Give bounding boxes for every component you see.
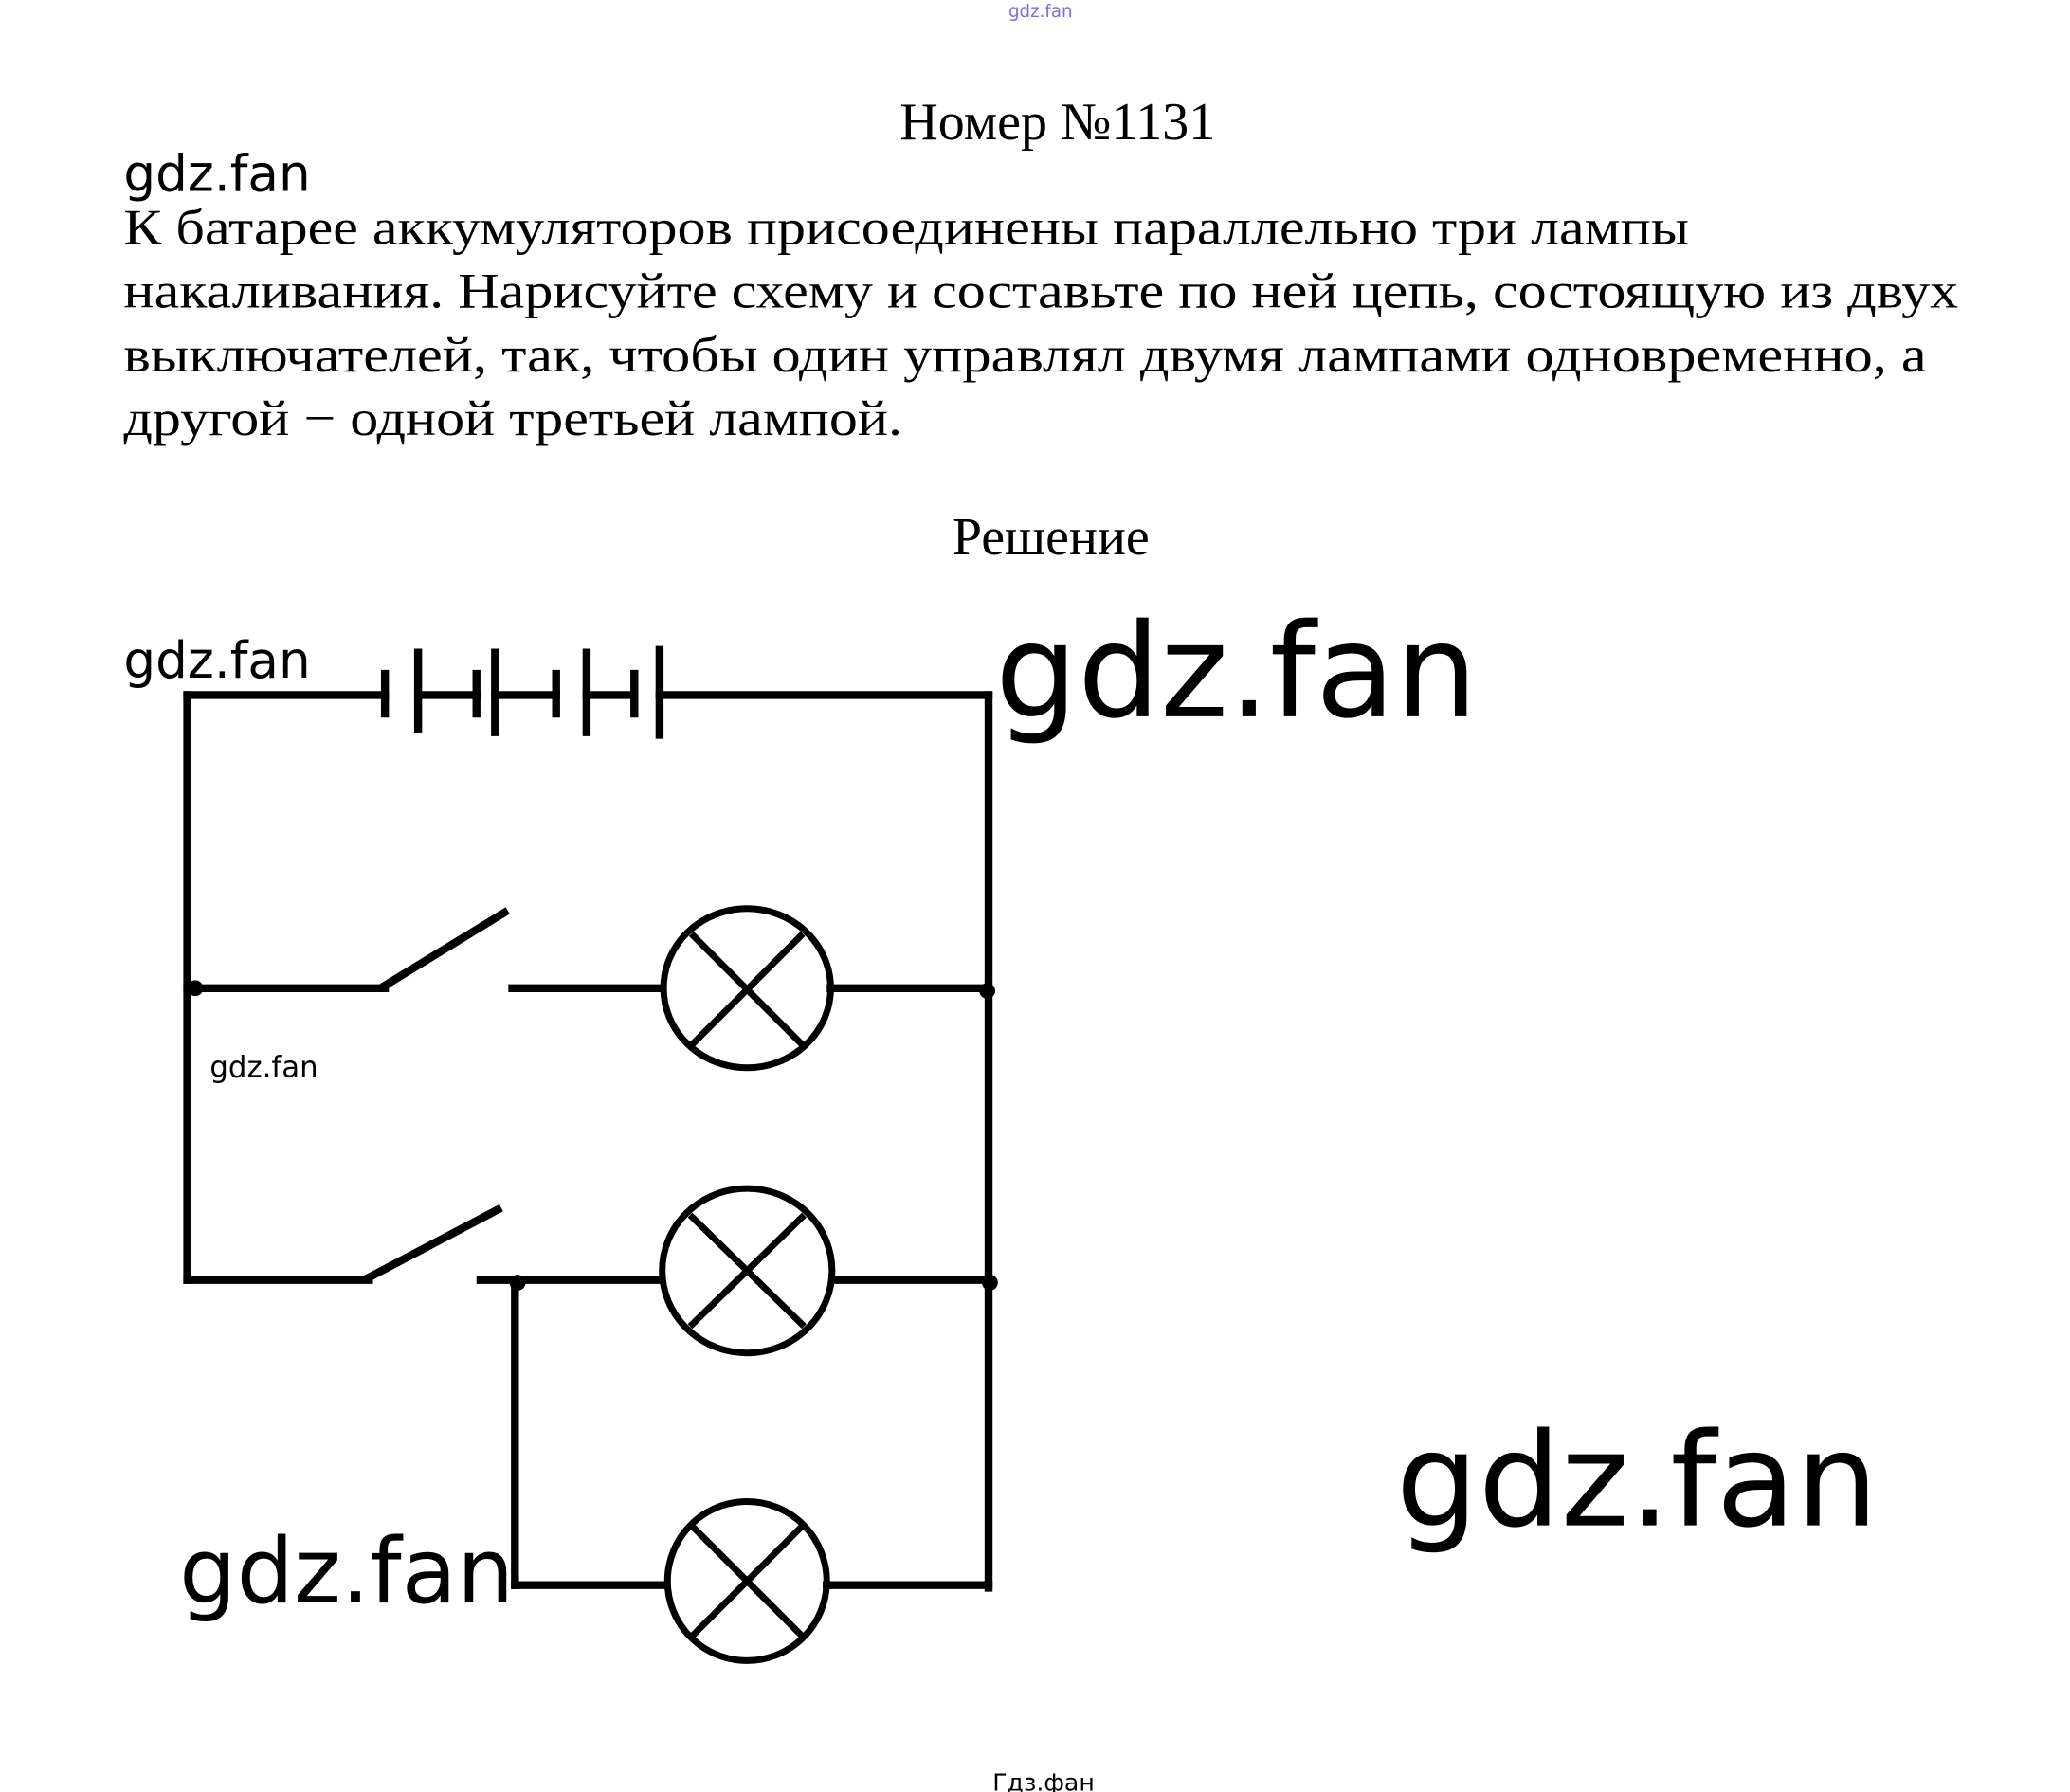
problem-line: выключателей, так, чтобы один управлял д… [123, 327, 1926, 383]
lamp-icon [660, 905, 834, 1072]
watermark-text: gdz.fan [995, 597, 1478, 748]
problem-line: накаливания. Нарисуйте схему и составьте… [123, 263, 1958, 319]
battery-icon [183, 645, 993, 739]
problem-text: К батарее аккумуляторов присоединены пар… [123, 200, 1958, 447]
junction-dot [982, 1275, 998, 1291]
watermark-text: gdz.fan [123, 631, 310, 690]
footer-watermark: Гдз.фан [992, 1769, 1095, 1792]
watermark-text: gdz.fan [123, 145, 310, 204]
solution-heading: Решение [953, 508, 1150, 567]
watermark-text: gdz.fan [179, 1520, 514, 1624]
lamp-icon [663, 1497, 830, 1664]
header-watermark: gdz.fan [1008, 2, 1073, 22]
problem-line: К батарее аккумуляторов присоединены пар… [123, 200, 1689, 256]
lamp-icon [659, 1185, 836, 1357]
page-title: Номер №1131 [899, 93, 1215, 152]
problem-line: другой − одной третьей лампой. [123, 390, 902, 446]
circuit-diagram [183, 645, 998, 1664]
switch-icon [379, 907, 510, 991]
switch-icon [363, 1204, 503, 1283]
junction-dot [979, 983, 996, 999]
watermark-text: gdz.fan [209, 1051, 318, 1085]
watermark-text: gdz.fan [1396, 1406, 1879, 1557]
